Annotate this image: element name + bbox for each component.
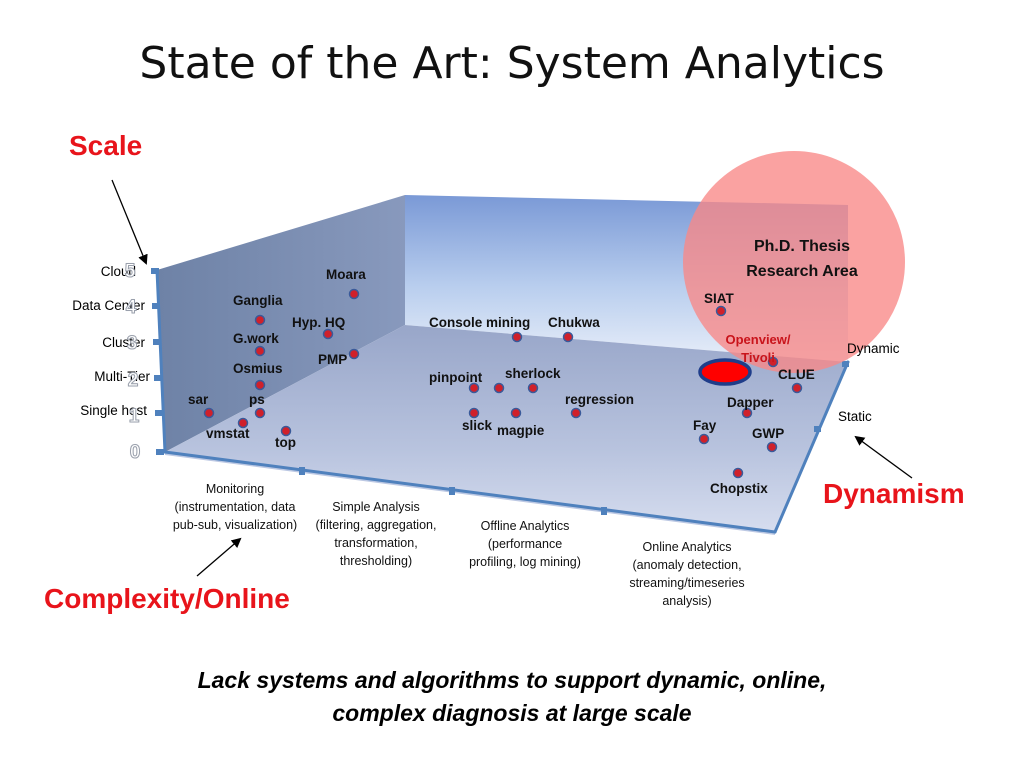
point-dapper [741, 407, 753, 419]
point-clue [791, 382, 803, 394]
label-magpie: magpie [497, 423, 545, 438]
scale-level-multi-tier: Multi-Tier [94, 369, 150, 384]
category-simple-analysis: Simple Analysis (filtering, aggregation,… [315, 500, 437, 568]
label-gwp: GWP [752, 426, 785, 441]
label-siat: SIAT [704, 291, 734, 306]
category-online-analytics: Online Analytics (anomaly detection, str… [629, 540, 745, 608]
label-sherlock: sherlock [505, 366, 561, 381]
label-chukwa: Chukwa [548, 315, 600, 330]
point-gwork [254, 345, 266, 357]
point-magpie [510, 407, 522, 419]
phd-research-area-label: Ph.D. Thesis Research Area [746, 238, 858, 280]
scale-level-cloud: Cloud [100, 264, 136, 279]
point-chopstix [732, 467, 744, 479]
conclusion-text: Lack systems and algorithms to support d… [197, 667, 827, 726]
dynamism-level-dynamic: Dynamic [847, 341, 900, 356]
category-monitoring: Monitoring (instrumentation, data pub-su… [172, 482, 298, 532]
point-console-mining [511, 331, 523, 343]
label-pinpoint: pinpoint [429, 370, 483, 385]
scale-level-single-host: Single host [80, 403, 147, 418]
category-offline-analytics: Offline Analytics (performance profiling… [469, 519, 581, 569]
label-regression: regression [565, 392, 635, 407]
point-pinpoint [468, 382, 480, 394]
point-sherlock [527, 382, 539, 394]
label-top: top [275, 435, 296, 450]
complexity-arrow [196, 537, 242, 577]
point-tivoli [767, 356, 779, 368]
label-gwork: G.work [233, 331, 279, 346]
dynamism-arrow [854, 435, 913, 479]
point-hyphq [322, 328, 334, 340]
dynamism-level-static: Static [838, 409, 872, 424]
label-clue: CLUE [778, 367, 815, 382]
point-pinpoint-2 [493, 382, 505, 394]
axis-lines [155, 268, 850, 534]
point-ps [254, 407, 266, 419]
label-dapper: Dapper [727, 395, 774, 410]
ghost-number-4: 4 [125, 297, 137, 319]
point-gwp [766, 441, 778, 453]
point-pmp [348, 348, 360, 360]
scale-level-data-center: Data Center [72, 298, 145, 313]
scale-axis-label: Scale [69, 130, 143, 161]
dynamism-axis-label: Dynamism [823, 478, 965, 509]
floor [165, 325, 848, 532]
label-hyphq: Hyp. HQ [292, 315, 346, 330]
point-regression [570, 407, 582, 419]
label-slick: slick [462, 418, 493, 433]
label-ps: ps [249, 392, 265, 407]
ghost-number-1: 1 [128, 406, 140, 428]
scale-arrow [111, 179, 148, 265]
openview-tivoli-marker [698, 358, 752, 386]
point-sar [203, 407, 215, 419]
ghost-number-5: 5 [124, 261, 136, 283]
side-wall [157, 195, 405, 452]
point-osmius [254, 379, 266, 391]
slide-title: State of the Art: System Analytics [139, 38, 885, 89]
axis-tick-marks [151, 268, 849, 515]
ghost-number-0: 0 [129, 442, 141, 464]
point-moara [348, 288, 360, 300]
complexity-axis-label: Complexity/Online [44, 583, 290, 614]
label-sar: sar [188, 392, 209, 407]
ghost-number-2: 2 [127, 370, 139, 392]
label-osmius: Osmius [233, 361, 283, 376]
openview-tivoli-label: Openview/ Tivoli [725, 332, 791, 365]
label-pmp: PMP [318, 352, 348, 367]
point-siat [715, 305, 727, 317]
label-vmstat: vmstat [206, 426, 250, 441]
label-moara: Moara [326, 267, 366, 282]
phd-research-bubble [683, 151, 905, 373]
point-ganglia [254, 314, 266, 326]
label-fay: Fay [693, 418, 717, 433]
system-points [203, 288, 803, 479]
ghost-number-3: 3 [126, 333, 138, 355]
point-fay [698, 433, 710, 445]
label-console-mining: Console mining [429, 315, 531, 330]
point-chukwa [562, 331, 574, 343]
label-chopstix: Chopstix [710, 481, 768, 496]
label-ganglia: Ganglia [233, 293, 283, 308]
point-slick [468, 407, 480, 419]
point-top [280, 425, 292, 437]
point-vmstat [237, 417, 249, 429]
scale-level-cluster: Cluster [102, 335, 145, 350]
